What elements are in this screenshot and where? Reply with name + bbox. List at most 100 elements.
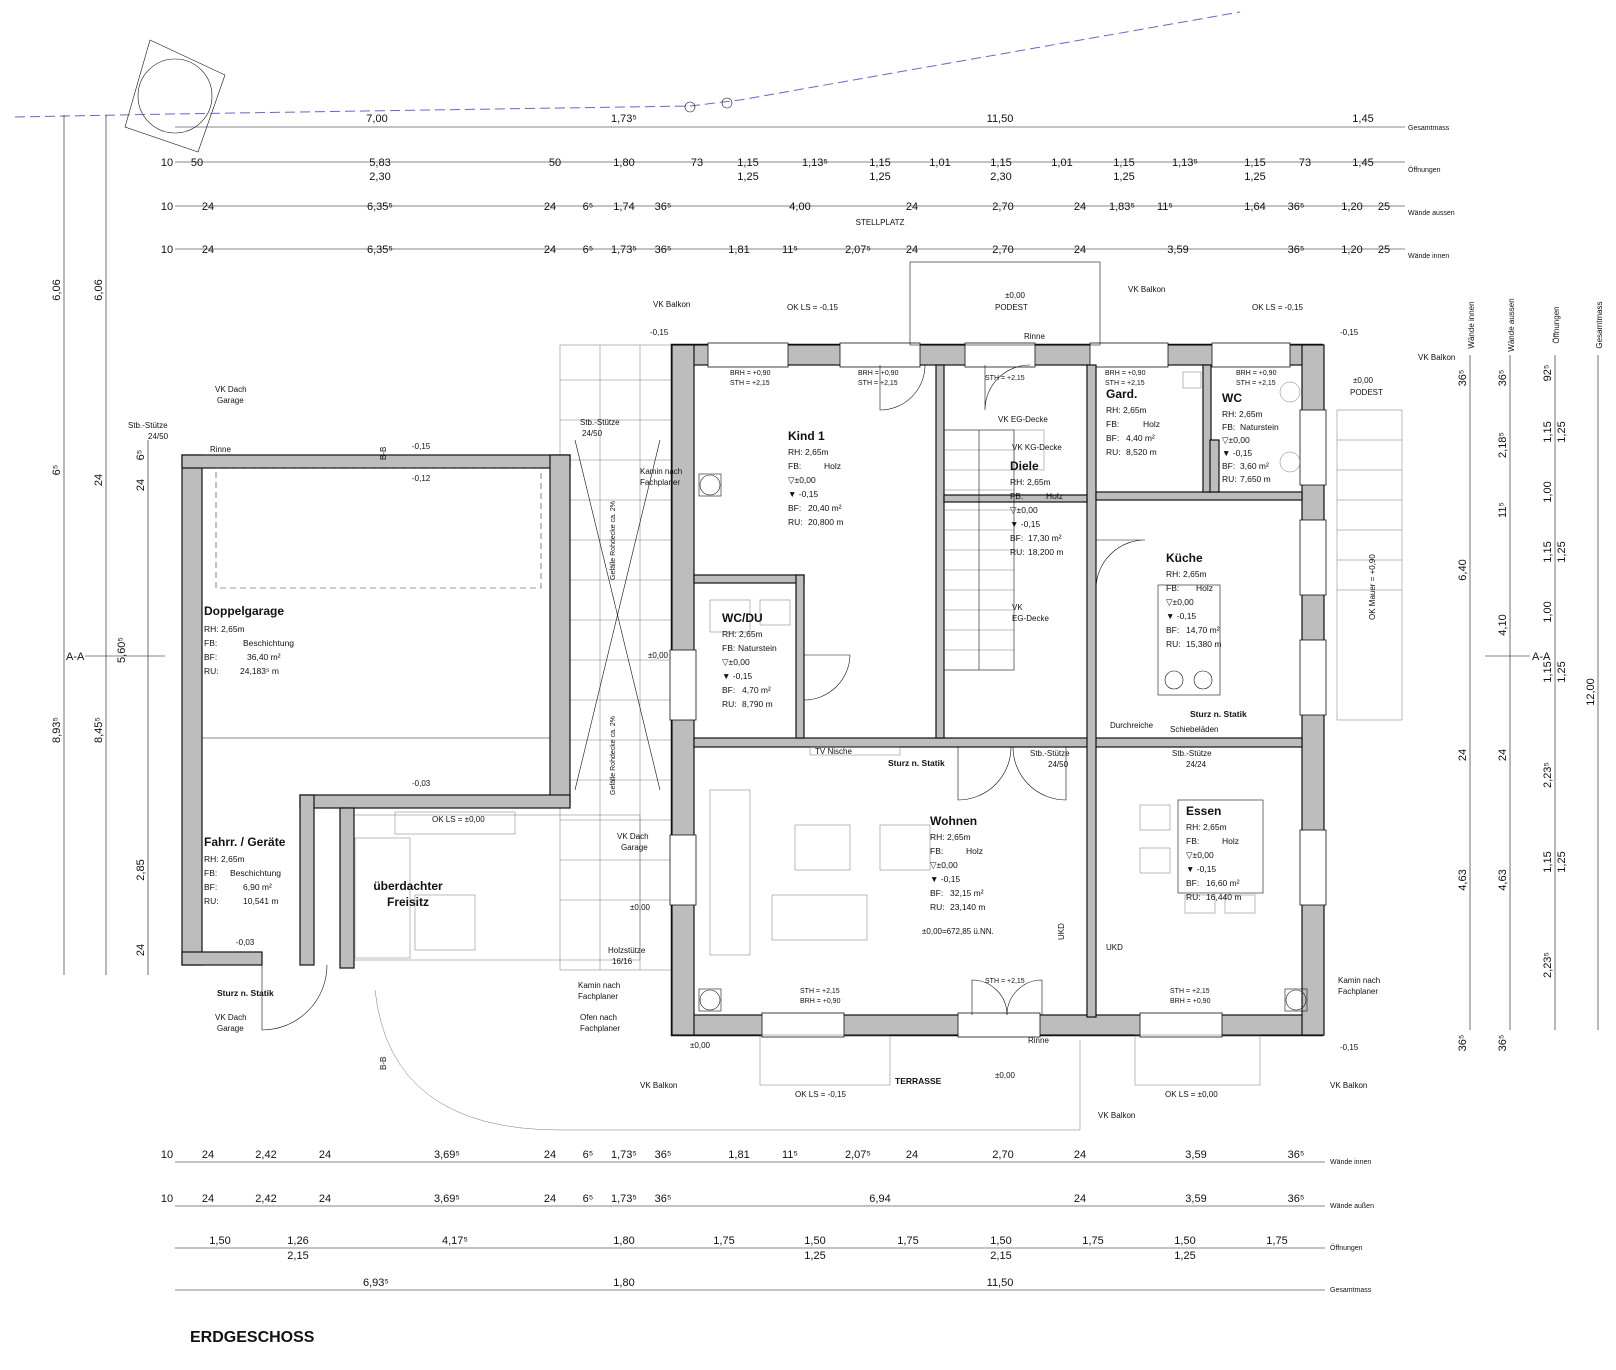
section-a-right: A-A bbox=[1532, 651, 1551, 663]
dim-aussen-top: 6⁵ bbox=[583, 201, 594, 213]
room-bf-key: BF: bbox=[1166, 625, 1179, 635]
dim-innen-top: 1,20 bbox=[1341, 244, 1362, 256]
dim-innen-bottom: 11⁵ bbox=[782, 1149, 798, 1161]
dim-oeff-bottom-sub: 1,25 bbox=[1174, 1250, 1195, 1262]
dim-label-right: Öffnungen bbox=[1552, 306, 1561, 343]
room-kueche: Küche RH: 2,65m FB: Holz ▽±0,00 ▼ -0,15 … bbox=[1166, 551, 1221, 649]
dim-gesamt-top-3: 11,50 bbox=[987, 113, 1014, 125]
dim-aussen-bottom: 24 bbox=[202, 1193, 214, 1205]
dim-aussen-top: 36⁵ bbox=[655, 201, 672, 213]
dim-right-c2: 6,40 bbox=[1457, 559, 1469, 580]
room-fb-value: Holz bbox=[1196, 583, 1213, 593]
room-fb-value: Beschichtung bbox=[230, 868, 281, 878]
room-bf-key: BF: bbox=[1106, 433, 1119, 443]
room-kind1: Kind 1 RH: 2,65m FB: Holz ▽±0,00 ▼ -0,15… bbox=[788, 429, 843, 527]
dim-oeff-top: 1,13⁵ bbox=[1172, 157, 1198, 169]
garage bbox=[181, 454, 571, 1031]
dim-oeff-bottom: 1,80 bbox=[613, 1235, 634, 1247]
room-ru-key: RU: bbox=[722, 699, 737, 709]
room-name: überdachter bbox=[373, 879, 443, 893]
dim-oeff-sub: 1,25 bbox=[1113, 171, 1134, 183]
dim-right-c2: 36⁵ bbox=[1497, 1035, 1509, 1052]
rinne-bottom: Rinne bbox=[1028, 1036, 1049, 1045]
dim-oeff-sub: 1,25 bbox=[1244, 171, 1265, 183]
dim-innen-top: 2,07⁵ bbox=[845, 244, 871, 256]
dim-left-outer: 8,93⁵ bbox=[51, 717, 63, 743]
dim-oeff-sub: 2,30 bbox=[369, 171, 390, 183]
dim-innen-top: 6⁵ bbox=[583, 244, 594, 256]
room-fb-key: FB: bbox=[788, 461, 801, 471]
dim-aussen-bottom: 2,42 bbox=[255, 1193, 276, 1205]
stb-stuetze-essen: Stb.-Stütze bbox=[1172, 749, 1212, 758]
dim-innen-bottom: 6⁵ bbox=[583, 1149, 594, 1161]
level-minus003: -0,03 bbox=[412, 779, 431, 788]
dim-oeff-top: 1,15 bbox=[869, 157, 890, 169]
dim-aussen-top: 24 bbox=[906, 201, 918, 213]
dim-innen-top: 11⁵ bbox=[782, 244, 798, 256]
dim-oeff-bottom: 4,17⁵ bbox=[442, 1235, 468, 1247]
room-bf-value: 20,40 m² bbox=[808, 503, 842, 513]
room-ru-key: RU: bbox=[1186, 892, 1201, 902]
vk-dach-garage-1: VK Dach bbox=[215, 385, 247, 394]
dim-innen-bottom: 36⁵ bbox=[655, 1149, 672, 1161]
ukd-label-2: UKD bbox=[1106, 943, 1123, 952]
dim-label-gesamtmass-bottom: Gesamtmass bbox=[1330, 1287, 1372, 1294]
dim-oeff-bottom: 1,75 bbox=[1082, 1235, 1103, 1247]
room-level: ▼ -0,15 bbox=[788, 489, 818, 499]
stb-2450-mid: 24/50 bbox=[582, 429, 603, 438]
dim-oeff-bottom: 1,75 bbox=[713, 1235, 734, 1247]
dim-right-c3: 2,23⁵ bbox=[1542, 762, 1554, 788]
gefaelle-2: Gefälle Rohdecke ca. 2% bbox=[610, 716, 617, 795]
tv-nische: TV Nische bbox=[815, 747, 852, 756]
dim-right-c1: 36⁵ bbox=[1457, 1035, 1469, 1052]
room-bf-key: BF: bbox=[1222, 461, 1235, 471]
ofen-label-1: Ofen nach bbox=[580, 1013, 617, 1022]
dim-innen-top: 2,70 bbox=[992, 244, 1013, 256]
room-ru-key: RU: bbox=[1222, 474, 1237, 484]
room-fahrr-geraete: Fahrr. / Geräte RH: 2,65m FB: Beschichtu… bbox=[204, 835, 286, 906]
room-fb-value: Beschichtung bbox=[243, 638, 294, 648]
room-rh: RH: 2,65m bbox=[1106, 405, 1147, 415]
room-level: ▼ -0,15 bbox=[1186, 864, 1216, 874]
room-ru-value: 16,440 m bbox=[1206, 892, 1241, 902]
room-bf-value: 17,30 m² bbox=[1028, 533, 1062, 543]
room-bf-value: 4,70 m² bbox=[742, 685, 771, 695]
dim-right-c3: 2,23⁵ bbox=[1542, 952, 1554, 978]
dim-aussen-top: 2,70 bbox=[992, 201, 1013, 213]
dim-oeff-top: 1,15 bbox=[737, 157, 758, 169]
kamin-label-2: Fachplaner bbox=[640, 478, 680, 487]
room-rh: RH: 2,65m bbox=[930, 832, 971, 842]
dim-innen-top: 24 bbox=[202, 244, 214, 256]
room-name: Doppelgarage bbox=[204, 604, 284, 618]
dim-gesamt-top-1: 7,00 bbox=[366, 113, 387, 125]
room-fb-key: FB: bbox=[930, 846, 943, 856]
room-rh: RH: 2,65m bbox=[1166, 569, 1207, 579]
dim-aussen-top: 24 bbox=[202, 201, 214, 213]
dim-right-c3: 1,15 bbox=[1542, 661, 1554, 682]
brh-note: BRH = +0,90 bbox=[730, 370, 771, 377]
room-rh: RH: 2,65m bbox=[204, 854, 245, 864]
vk-dach-garage-3: VK Dach bbox=[617, 832, 649, 841]
kamin-label-6: Fachplaner bbox=[1338, 987, 1378, 996]
vk-kg-decke: VK KG-Decke bbox=[1012, 443, 1062, 452]
room-level: ▼ -0,15 bbox=[1010, 519, 1040, 529]
dim-aussen-bottom: 6,94 bbox=[869, 1193, 890, 1205]
room-name: Kind 1 bbox=[788, 429, 825, 443]
dim-right-c2: 24 bbox=[1497, 749, 1509, 761]
bottom-dimension-chains: 10 24 2,42 24 3,69⁵ 24 6⁵ 1,73⁵ 36⁵ 1,81… bbox=[161, 1149, 1374, 1294]
dim-oeff-bottom: 1,75 bbox=[1266, 1235, 1287, 1247]
top-dimension-chains: 7,00 1,73⁵ 11,50 1,45 Gesamtmass 10 50 5… bbox=[161, 113, 1455, 260]
room-rh: RH: 2,65m bbox=[1010, 477, 1051, 487]
vk-balkon-top-right: VK Balkon bbox=[1128, 285, 1165, 294]
level-minus015: -0,15 bbox=[1340, 1043, 1359, 1052]
ok-mauer: OK Mauer = +0,90 bbox=[1368, 554, 1377, 620]
room-fb-value: Naturstein bbox=[1240, 422, 1279, 432]
dim-innen-bottom: 24 bbox=[202, 1149, 214, 1161]
dim-label-innen-top: Wände innen bbox=[1408, 253, 1449, 260]
room-fb-key: FB: bbox=[1106, 419, 1119, 429]
north-marker bbox=[124, 39, 226, 153]
dim-left-second: 6,06 bbox=[93, 279, 105, 300]
dim-innen-top: 36⁵ bbox=[655, 244, 672, 256]
dim-aussen-top: 6,35⁵ bbox=[367, 201, 393, 213]
dim-gesamt-bottom: 6,93⁵ bbox=[363, 1277, 389, 1289]
